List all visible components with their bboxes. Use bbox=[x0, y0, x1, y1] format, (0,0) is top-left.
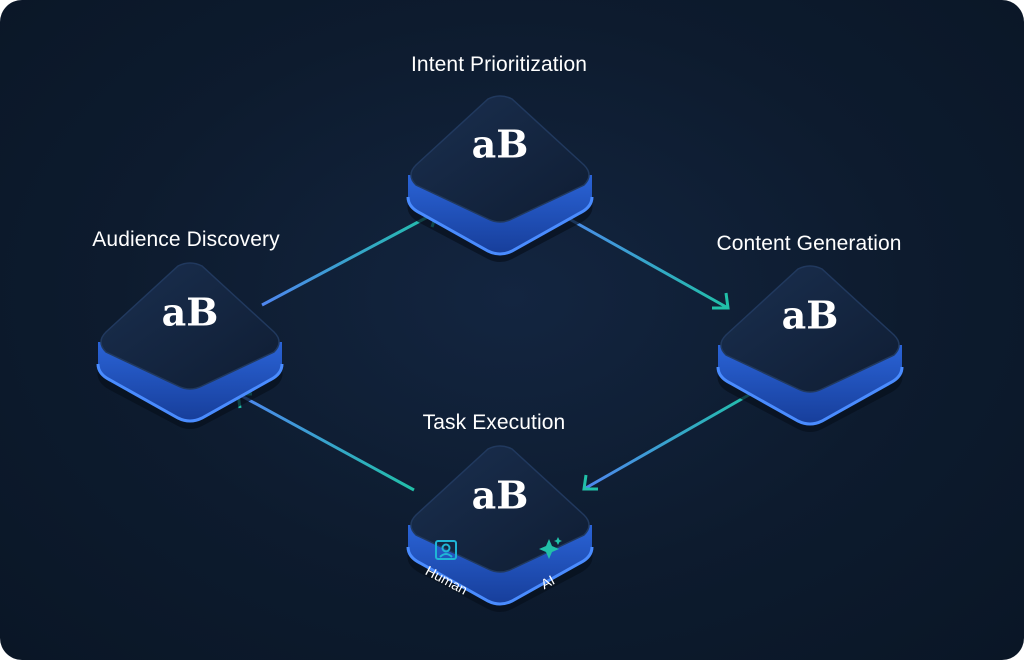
node-content-generation: aB bbox=[716, 265, 904, 434]
node-intent-prioritization: aB bbox=[406, 95, 594, 264]
logo-mark: aB bbox=[472, 122, 529, 167]
sparkle-icon bbox=[539, 537, 562, 559]
logo-mark: aB bbox=[162, 290, 219, 335]
person-frame-icon bbox=[435, 540, 457, 560]
arrow-intent-to-content bbox=[554, 209, 730, 310]
label-task-execution: Task Execution bbox=[422, 411, 566, 434]
label-audience-discovery: Audience Discovery bbox=[92, 228, 280, 251]
logo-mark: aB bbox=[782, 293, 839, 338]
arrow-task-to-audience bbox=[236, 392, 415, 492]
node-task-execution: aB bbox=[406, 445, 594, 614]
arrow-content-to-task bbox=[582, 390, 755, 491]
arrow-audience-to-intent bbox=[261, 208, 440, 307]
logo-mark: aB bbox=[472, 473, 529, 518]
label-content-generation: Content Generation bbox=[716, 232, 902, 255]
node-audience-discovery: aB bbox=[96, 262, 284, 431]
label-intent-prioritization: Intent Prioritization bbox=[410, 53, 588, 76]
